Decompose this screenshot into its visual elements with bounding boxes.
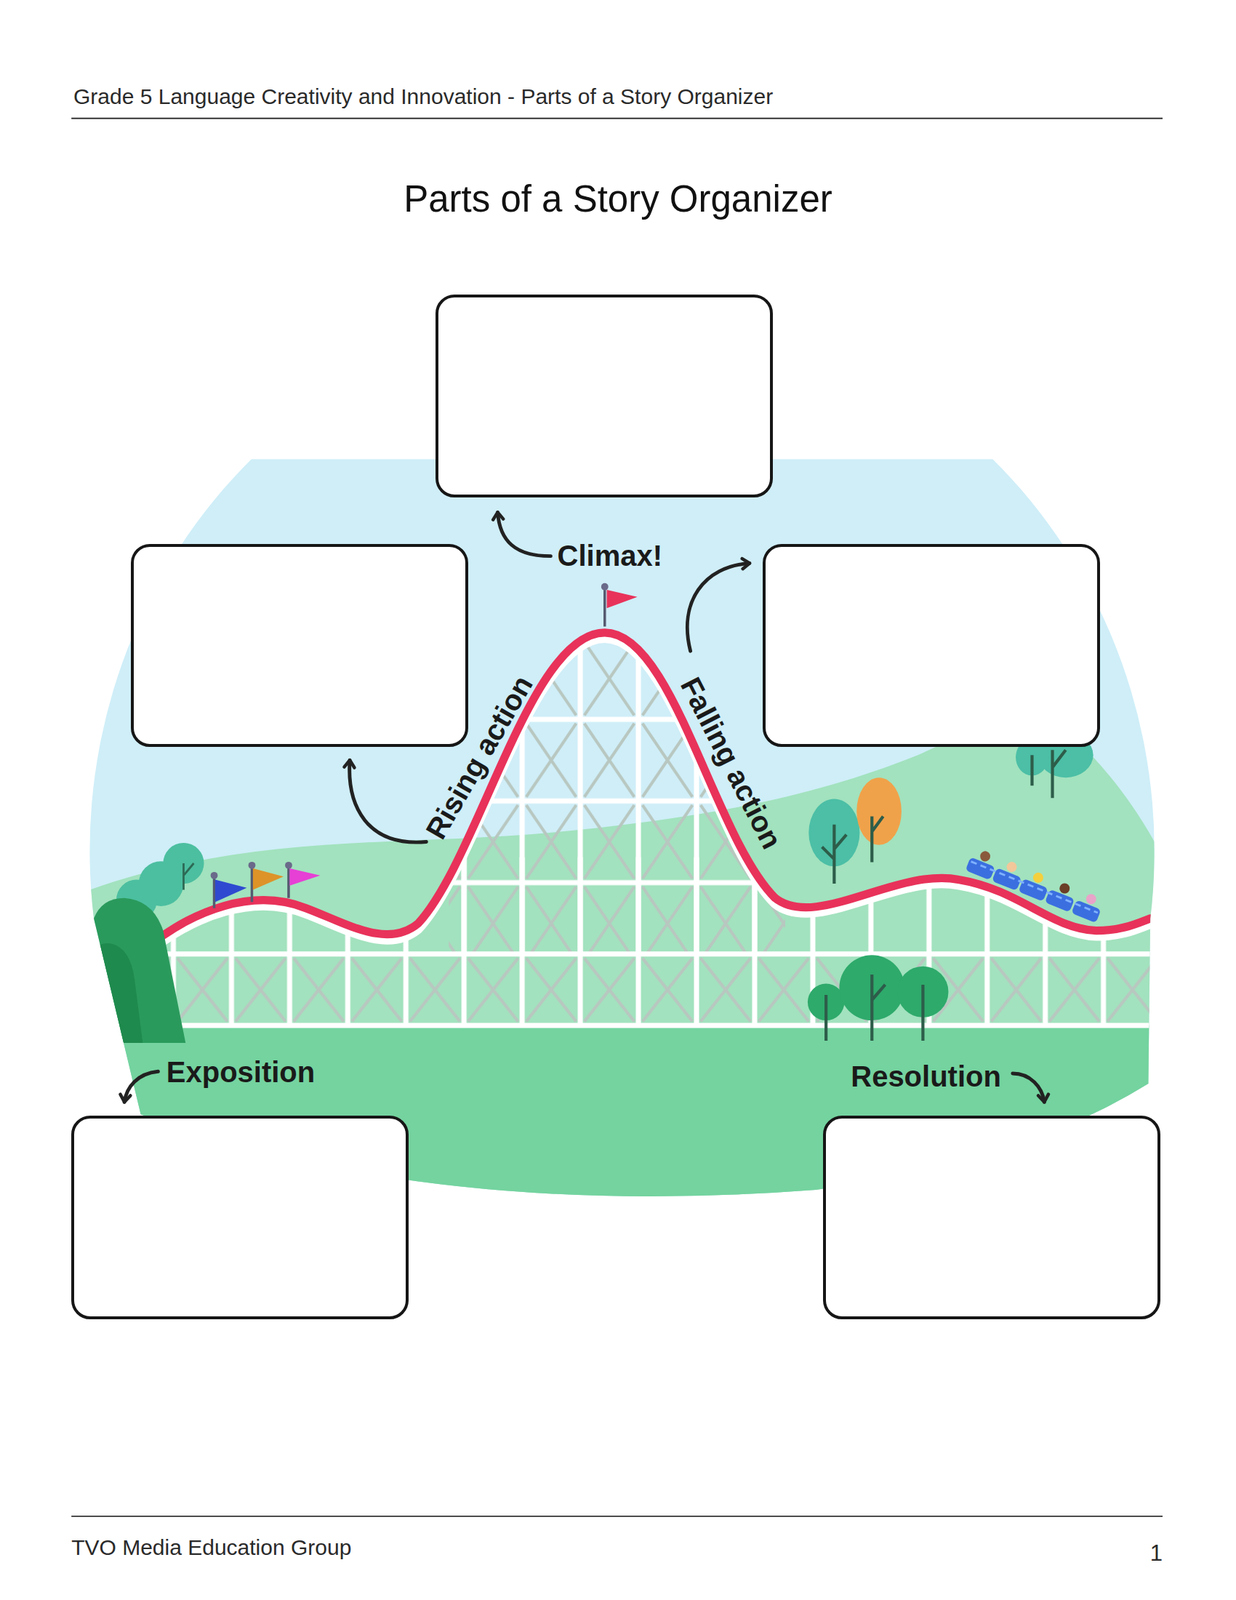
story-box: Exposition: [71, 1115, 409, 1319]
rider: [1031, 871, 1045, 885]
tree-trunk: [822, 824, 848, 884]
stage-label: Exposition: [166, 1055, 315, 1088]
front-bush: [89, 942, 143, 1043]
running-header: Grade 5 Language Creativity and Innovati…: [73, 84, 773, 110]
tree-trunk: [871, 815, 883, 862]
flag: [215, 879, 247, 902]
story-box: Resolution: [823, 1115, 1161, 1319]
story-box: Climax!: [435, 294, 773, 498]
tree-trunk: [1031, 749, 1066, 798]
coaster-train: [965, 846, 1106, 923]
pole-top: [601, 583, 609, 591]
tree-crown: [856, 777, 902, 845]
rider: [1084, 892, 1098, 906]
rider: [1057, 881, 1071, 895]
pole-top: [210, 871, 219, 880]
pole-top: [285, 861, 293, 869]
tree-trunk: [183, 863, 194, 890]
train-car: [991, 867, 1022, 891]
bush-trunks: [825, 974, 923, 1041]
rider: [978, 849, 992, 863]
leader-arrow: [1012, 1073, 1045, 1102]
stage-label: Resolution: [850, 1060, 1002, 1093]
car-trim: [971, 861, 1098, 913]
flag-poles: [214, 865, 289, 909]
leader-arrow: [124, 1070, 158, 1102]
peak-flag-pole: [603, 587, 607, 626]
flag: [289, 868, 320, 886]
footer-credit: TVO Media Education Group: [71, 1534, 352, 1561]
page-number: 1: [1150, 1539, 1163, 1567]
flag: [253, 868, 284, 890]
leader-arrow: [349, 759, 427, 842]
peak-flag: [607, 589, 638, 608]
leader-arrow: [497, 511, 551, 556]
right-trees: [807, 732, 1094, 1041]
story-box: Rising action: [130, 543, 469, 747]
left-trees: [89, 842, 204, 1043]
page-title: Parts of a Story Organizer: [403, 177, 833, 221]
lattice-rail: [142, 950, 1151, 957]
rider: [1004, 860, 1018, 874]
lattice-low: [142, 953, 1153, 1026]
footer-rule: [71, 1515, 1163, 1517]
pole-top: [248, 861, 256, 869]
leader-arrow: [687, 562, 750, 651]
stage-label: Climax!: [557, 539, 664, 572]
story-box: Falling action: [762, 543, 1101, 747]
lattice-rail: [142, 1022, 1151, 1029]
header-rule: [71, 117, 1163, 120]
